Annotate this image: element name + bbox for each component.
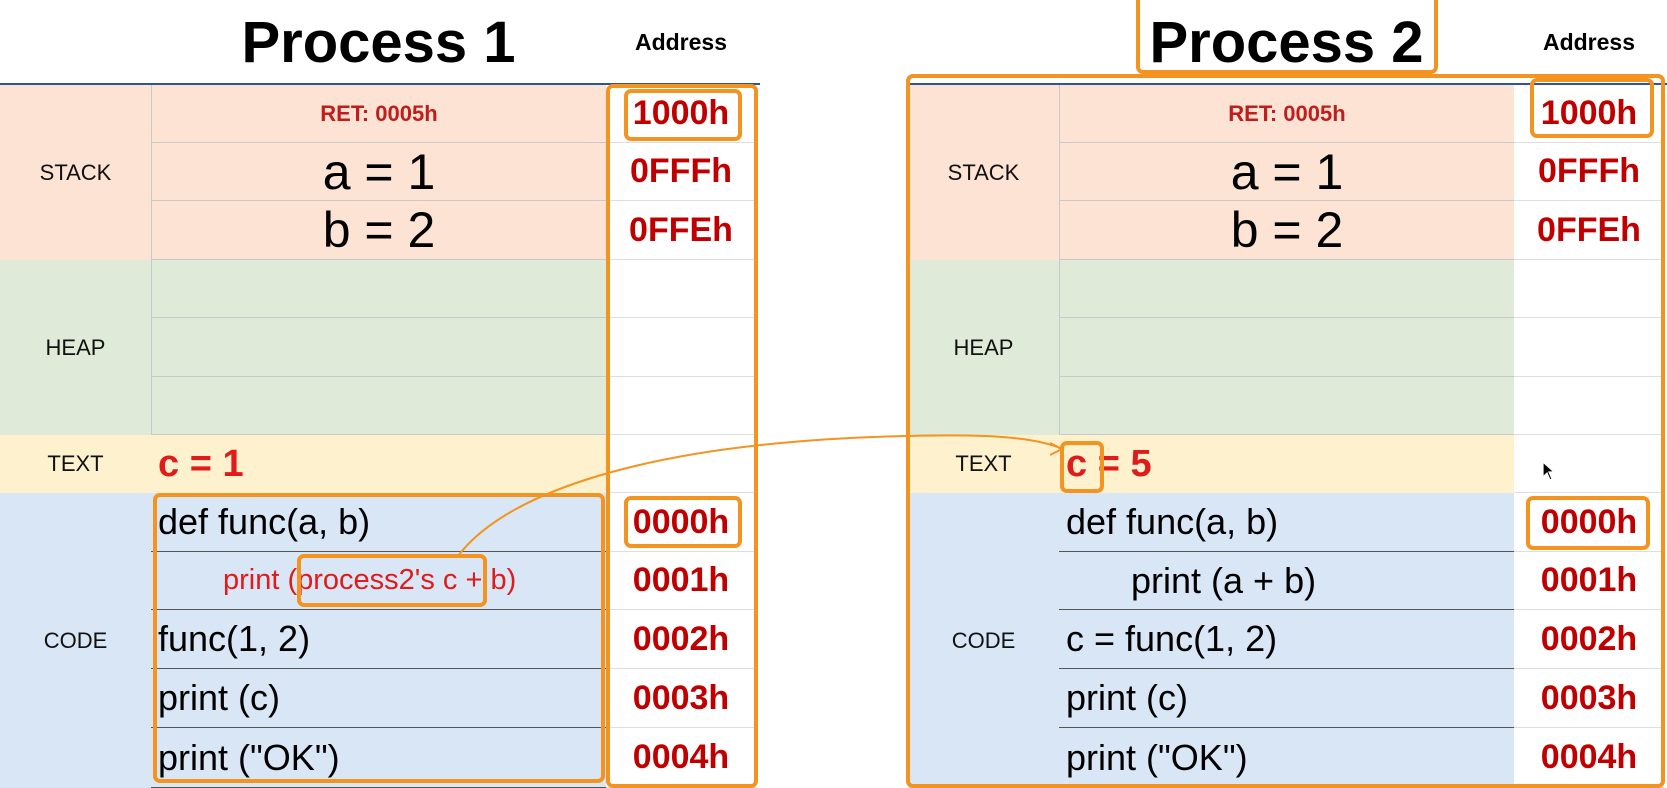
process1-ret-address-highlight <box>624 89 742 141</box>
process2-code-line: print (a + b) <box>1059 552 1514 610</box>
process2-stack-a: a = 1 <box>1059 143 1514 201</box>
process1-heap-row <box>151 260 606 318</box>
process1-address: 0004h <box>606 728 756 788</box>
process2-stack-b: b = 2 <box>1059 201 1514 260</box>
process2-address: 1000h <box>1514 85 1664 143</box>
process2-address-empty <box>1514 377 1664 435</box>
process1-address-header: Address <box>634 28 728 55</box>
process2-address: 0000h <box>1514 493 1664 552</box>
process2-stack-ret: RET: 0005h <box>1059 85 1514 143</box>
process1-stack-b: b = 2 <box>151 201 606 260</box>
process2-heap-row <box>1059 260 1514 318</box>
process2-code-line: c = func(1, 2) <box>1059 610 1514 669</box>
process2-address-header: Address <box>1542 28 1636 55</box>
process2-address-empty <box>1514 260 1664 318</box>
process1-address: 0002h <box>606 610 756 669</box>
process1-code-line: print (c) <box>151 669 606 728</box>
process1-c-reference-highlight <box>297 554 487 607</box>
process2-heap-label: HEAP <box>908 260 1059 435</box>
process2-panel: Process 2 Address STACK HEAP TEXT CODE R… <box>906 0 1667 788</box>
process1-text-value: c = 1 <box>151 435 606 493</box>
process1-heap-row <box>151 318 606 377</box>
process1-code-line: print (process2's c + b) <box>151 552 606 610</box>
process2-code-line: def func(a, b) <box>1059 493 1514 552</box>
process1-code-block-highlight <box>153 493 605 783</box>
process1-address: 0001h <box>606 552 756 610</box>
process1-text-label: TEXT <box>0 435 151 493</box>
process2-address: 0FFEh <box>1514 201 1664 260</box>
process1-address-column-highlight <box>606 84 758 788</box>
process1-title: Process 1 <box>241 9 516 75</box>
process2-heap-row <box>1059 318 1514 377</box>
process2-stack-label: STACK <box>908 85 1059 260</box>
process2-ret-address-highlight <box>1530 78 1654 138</box>
process2-code-line: print (c) <box>1059 669 1514 728</box>
process1-code-label: CODE <box>0 493 151 788</box>
process1-stack-label: STACK <box>0 85 151 260</box>
process2-address: 0002h <box>1514 610 1664 669</box>
process1-address: 1000h <box>606 85 756 143</box>
process2-panel-highlight <box>906 74 1665 788</box>
process2-top-rule <box>908 83 1667 85</box>
process2-title: Process 2 <box>1149 9 1424 75</box>
process2-text-value: c = 5 <box>1059 435 1514 493</box>
process1-stack-ret: RET: 0005h <box>151 85 606 143</box>
process1-address-empty <box>606 260 756 318</box>
process1-stack-a: a = 1 <box>151 143 606 201</box>
process1-address: 0003h <box>606 669 756 728</box>
process1-heap-label: HEAP <box>0 260 151 435</box>
process2-code-address-highlight <box>1526 496 1650 550</box>
process2-address: 0FFFh <box>1514 143 1664 201</box>
process2-c-variable-highlight <box>1060 441 1104 493</box>
process1-address-empty <box>606 377 756 435</box>
process2-title-highlight <box>1136 0 1438 74</box>
process2-address-empty <box>1514 318 1664 377</box>
process1-address: 0FFEh <box>606 201 756 260</box>
mouse-cursor-icon <box>1542 460 1556 486</box>
process1-code-address-highlight <box>624 496 742 548</box>
process2-heap-row <box>1059 377 1514 435</box>
process2-address: 0001h <box>1514 552 1664 610</box>
process1-panel: Process 1 Address STACK HEAP TEXT CODE R… <box>0 0 760 788</box>
process1-address-empty <box>606 318 756 377</box>
process1-heap-row <box>151 377 606 435</box>
process2-address-empty <box>1514 435 1664 493</box>
process1-top-rule <box>0 83 760 85</box>
process2-code-line: print ("OK") <box>1059 728 1514 788</box>
process2-address: 0004h <box>1514 728 1664 788</box>
process1-code-line: func(1, 2) <box>151 610 606 669</box>
process2-address: 0003h <box>1514 669 1664 728</box>
process1-address: 0FFFh <box>606 143 756 201</box>
